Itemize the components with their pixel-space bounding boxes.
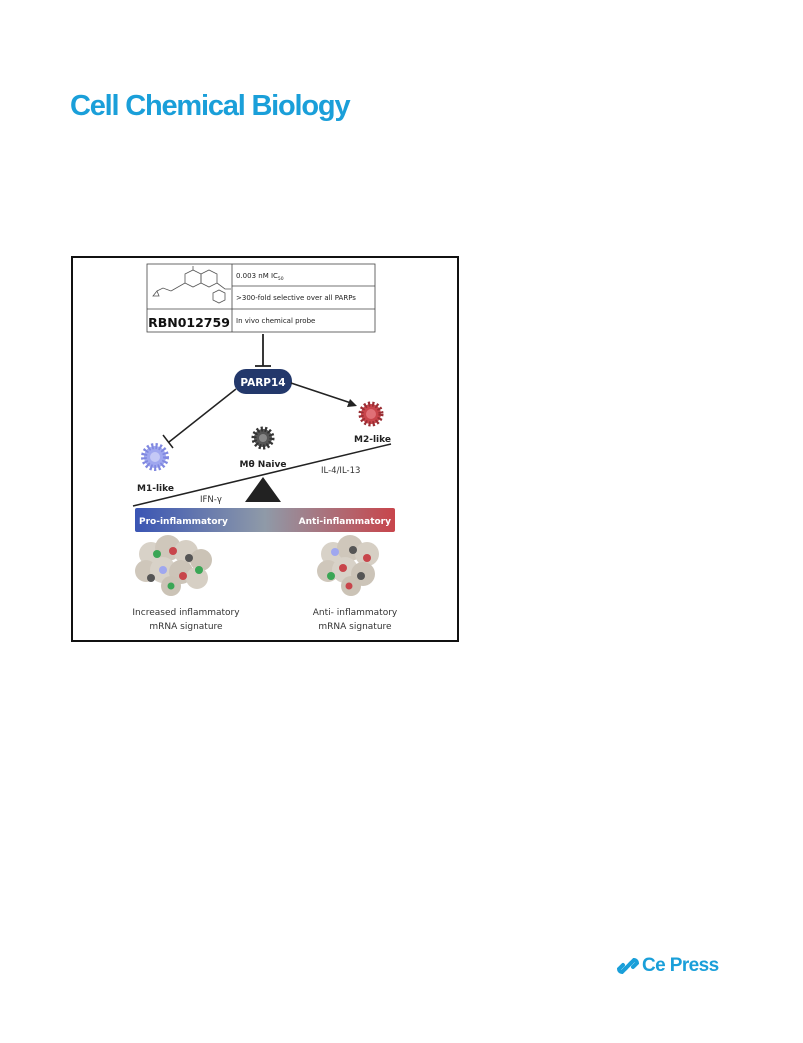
m1-macrophage-icon: [141, 443, 169, 471]
graphical-abstract: RBN012759 0.003 nM IC50 >300-fold select…: [71, 256, 459, 642]
publisher-name: Ce Press: [642, 955, 719, 976]
inhibition-parp14-m1: [162, 388, 237, 449]
prop-ic50: 0.003 nM IC50: [236, 272, 284, 282]
parp14-label: PARP14: [240, 377, 285, 389]
naive-macrophage-icon: [251, 426, 275, 450]
balance-seesaw: [132, 443, 392, 507]
left-outcome-line2: mRNA signature: [149, 622, 223, 632]
arrow-parp14-m2: [290, 382, 357, 407]
compound-table: RBN012759 0.003 nM IC50 >300-fold select…: [146, 263, 376, 333]
il4-il13-label: IL-4/IL-13: [321, 466, 360, 476]
prop-selectivity: >300-fold selective over all PARPs: [236, 294, 356, 302]
inflammation-gradient-bar: Pro-inflammatory Anti-inflammatory: [135, 508, 395, 532]
naive-label: Mθ Naive: [240, 460, 287, 470]
chemical-structure: [152, 266, 231, 304]
prop-in-vivo: In vivo chemical probe: [236, 317, 315, 325]
left-outcome-line1: Increased inflammatory: [132, 608, 240, 618]
journal-title: Cell Chemical Biology: [70, 90, 351, 122]
m2-macrophage-icon: [358, 401, 384, 427]
link-icon: [617, 957, 639, 975]
compound-name: RBN012759: [148, 315, 230, 330]
pro-inflammatory-label: Pro-inflammatory: [139, 517, 228, 527]
anti-inflammatory-label: Anti-inflammatory: [299, 517, 391, 527]
inhibition-compound-parp14: [255, 334, 271, 367]
anti-inflammatory-tissue: [317, 535, 379, 596]
ifn-gamma-label: IFN-γ: [200, 495, 222, 505]
parp14-target: PARP14: [234, 369, 292, 394]
m1-label: M1-like: [137, 484, 174, 494]
publisher-logo: Ce Press: [617, 955, 719, 977]
graphical-abstract-svg: RBN012759 0.003 nM IC50 >300-fold select…: [132, 263, 398, 632]
right-outcome-line1: Anti- inflammatory: [313, 608, 398, 618]
right-outcome-line2: mRNA signature: [318, 622, 392, 632]
pro-inflammatory-tissue: [135, 535, 212, 596]
m2-label: M2-like: [354, 435, 391, 445]
